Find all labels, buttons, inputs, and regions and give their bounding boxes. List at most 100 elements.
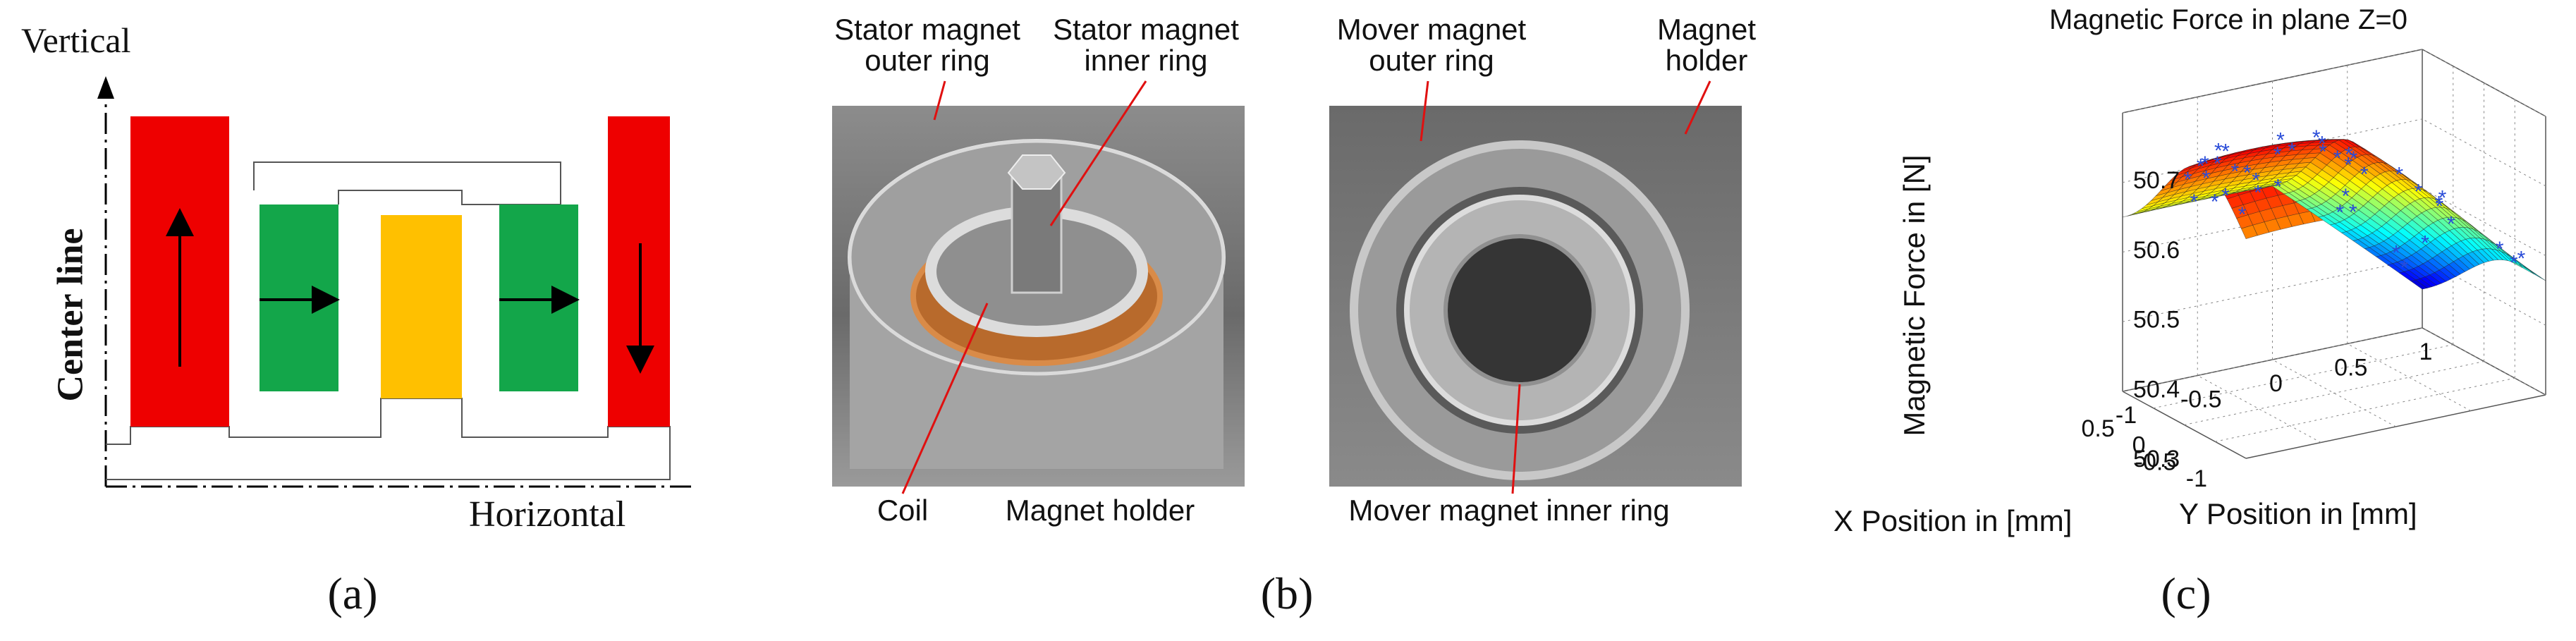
y-tick-label: -1 (2116, 402, 2137, 429)
data-marker: * (2510, 252, 2518, 275)
x-tick-label: -1 (2186, 465, 2207, 492)
grid-line (2272, 359, 2396, 427)
z-tick-label: 50.7 (2133, 167, 2180, 194)
grid-line (2422, 188, 2546, 256)
grid-line (2197, 375, 2321, 443)
grid-line (2422, 118, 2546, 187)
coil-block (381, 215, 462, 398)
chart-title: Magnetic Force in plane Z=0 (2049, 4, 2408, 35)
vertical-axis-arrowhead (97, 76, 114, 99)
data-marker: * (2276, 129, 2285, 152)
x-tick-label: 0 (2132, 432, 2146, 459)
panel-a: Vertical Center line Horizontal (a) (0, 0, 691, 641)
data-marker: * (2517, 247, 2526, 270)
inner-magnet-right (499, 204, 578, 391)
z-tick-label: 50.6 (2133, 237, 2180, 264)
label-mover-outer-ring: Mover magnet outer ring (1336, 13, 1527, 78)
y-tick-label: 0.5 (2334, 355, 2367, 381)
label-stator-inner-ring: Stator magnet inner ring (1053, 13, 1239, 78)
data-marker: * (2312, 126, 2321, 149)
z-tick-label: 50.4 (2133, 376, 2180, 403)
label-mover-inner-ring: Mover magnet inner ring (1348, 494, 1670, 527)
panel-a-caption: (a) (327, 568, 378, 618)
data-marker: * (2400, 257, 2409, 280)
label-magnet-holder-right: Magnet holder (1656, 13, 1757, 78)
grid-line (2422, 257, 2546, 326)
data-marker: * (2438, 187, 2447, 210)
stator-photo-art (848, 139, 1226, 469)
data-marker: * (2288, 139, 2296, 162)
grid-line (2422, 327, 2546, 396)
panel-c: ****************************************… (1812, 0, 2576, 641)
data-marker: * (2214, 152, 2222, 176)
data-marker: * (2254, 181, 2262, 204)
data-marker: * (2345, 143, 2353, 166)
mover-photo (1329, 106, 1742, 487)
mover-photo-art (1350, 140, 1690, 480)
data-marker: * (2336, 201, 2344, 224)
data-marker: * (2211, 190, 2219, 214)
data-marker: * (2197, 155, 2205, 178)
panel-a-diagram (97, 76, 691, 488)
center-line-label: Center line (50, 228, 91, 402)
y-tick-label: 0 (2269, 370, 2283, 397)
data-marker: * (2447, 213, 2455, 236)
data-marker: * (2202, 167, 2211, 190)
grid-line (2184, 361, 2484, 425)
data-marker: * (2341, 185, 2350, 208)
data-marker: * (2436, 195, 2444, 219)
panel-b-caption: (b) (1260, 568, 1314, 618)
data-marker: * (2350, 147, 2358, 171)
data-marker: * (2435, 192, 2443, 215)
data-marker: * (2395, 164, 2403, 187)
data-marker: * (2190, 190, 2198, 214)
y-tick-label: 1 (2419, 338, 2433, 365)
data-marker: * (2421, 231, 2429, 255)
grid-line (2153, 344, 2453, 409)
inner-magnet-left (260, 204, 338, 391)
grid-line (2347, 343, 2471, 411)
z-tick-label: 50.5 (2133, 307, 2180, 334)
grid-line (2422, 49, 2546, 117)
y-tick-label: -0.5 (2180, 386, 2222, 413)
label-coil: Coil (877, 494, 929, 527)
z-axis-label: Magnetic Force in [N] (1898, 154, 1931, 437)
data-marker: * (2319, 140, 2327, 164)
panel-c-caption: (c) (2161, 568, 2211, 618)
x-axis-label: X Position in [mm] (1833, 504, 2073, 537)
data-marker: * (2243, 161, 2252, 185)
panel-b: Stator magnet outer ring Stator magnet i… (818, 0, 1784, 641)
x-tick-label: -0.5 (2135, 448, 2177, 475)
vertical-axis-label: Vertical (21, 20, 131, 60)
data-marker: * (2360, 163, 2369, 186)
data-marker: * (2214, 139, 2223, 162)
x-tick-label: 0.5 (2081, 415, 2114, 442)
label-stator-outer-ring: Stator magnet outer ring (834, 13, 1020, 78)
stator-photo (832, 106, 1245, 487)
mover-bore (1443, 234, 1596, 386)
shaft (1011, 171, 1063, 294)
data-marker: * (2415, 181, 2423, 204)
data-marker: * (2252, 169, 2260, 192)
label-magnet-holder-left: Magnet holder (1005, 494, 1195, 527)
data-marker: * (2344, 153, 2352, 176)
data-marker: * (2333, 147, 2342, 170)
data-marker: * (2230, 160, 2239, 183)
horizontal-axis-label: Horizontal (469, 494, 626, 535)
data-marker: * (2201, 152, 2209, 176)
data-marker: * (2392, 241, 2400, 264)
z-tick-label: 50.3 (2133, 446, 2180, 472)
data-marker: * (2318, 132, 2326, 155)
data-marker: * (2184, 169, 2192, 192)
data-marker: * (2496, 238, 2504, 261)
data-marker: * (2238, 203, 2247, 226)
data-marker: * (2221, 184, 2230, 207)
top-outline (253, 161, 561, 205)
data-marker: * (2273, 176, 2282, 199)
surface-patch (2122, 213, 2139, 218)
y-axis-label: Y Position in [mm] (2179, 497, 2417, 530)
surface-chart: ****************************************… (2081, 49, 2546, 492)
data-marker: * (2273, 143, 2282, 166)
data-marker: * (2221, 140, 2230, 163)
data-marker: * (2349, 201, 2357, 224)
